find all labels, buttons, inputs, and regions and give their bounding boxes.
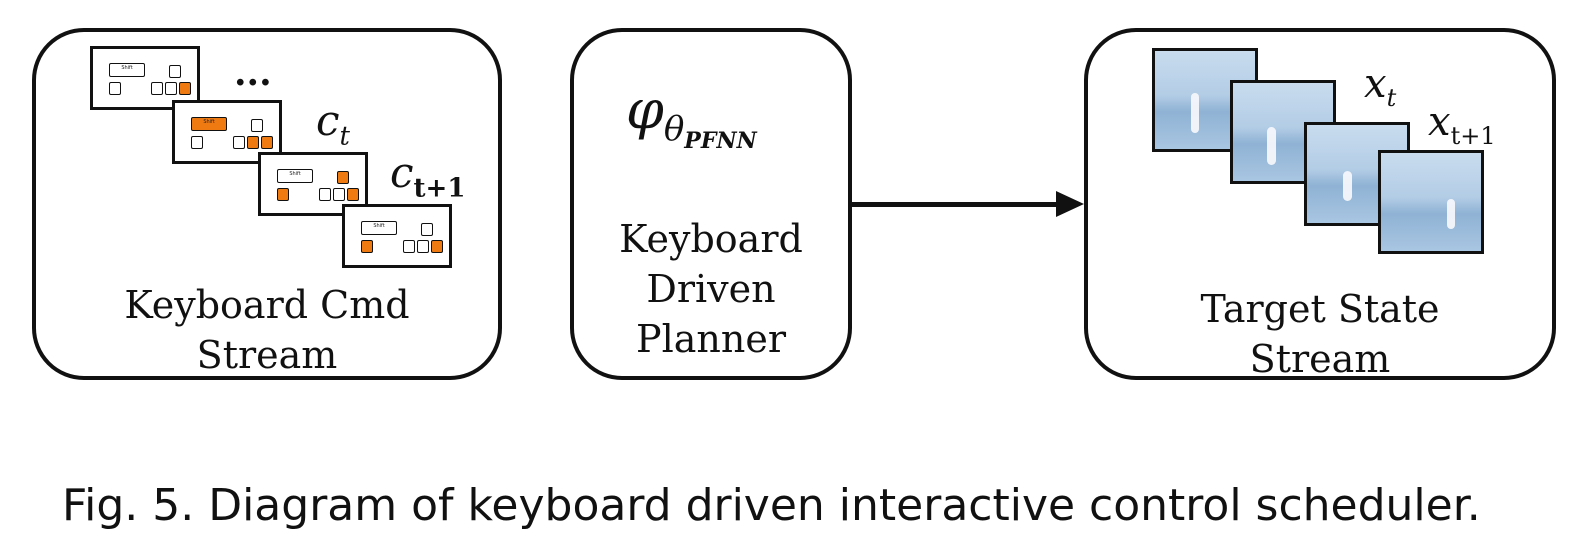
down-key — [165, 82, 177, 95]
keyboard-frame-1: Shift — [90, 46, 200, 110]
shift-key: Shift — [191, 117, 227, 131]
shift-key: Shift — [109, 63, 145, 77]
shift-key: Shift — [277, 169, 313, 183]
shift-key-label: Shift — [289, 171, 301, 177]
keyboard-frame-2: Shift — [172, 100, 282, 164]
planner-symbol: φθPFNN — [626, 80, 757, 171]
label-line: Target State — [1200, 287, 1440, 331]
label-line: Stream — [196, 333, 338, 377]
figure-caption: Fig. 5. Diagram of keyboard driven inter… — [62, 480, 1481, 531]
state-t1-base: x — [1428, 99, 1451, 145]
ellipsis: ... — [234, 52, 272, 94]
shift-key-label: Shift — [203, 119, 215, 125]
phi-symbol: φ — [626, 78, 664, 141]
keyboard-frame-3: Shift — [258, 152, 368, 216]
pfnn-subscript: PFNN — [684, 127, 757, 154]
character-figure — [1447, 199, 1455, 229]
state-t: xt — [1364, 62, 1396, 120]
shift-key: Shift — [361, 221, 397, 235]
ctrl-key — [277, 188, 289, 201]
up-key — [421, 223, 433, 236]
right-key — [347, 188, 359, 201]
down-key — [333, 188, 345, 201]
left-key — [233, 136, 245, 149]
keyboard-driven-planner-panel: φθPFNN Keyboard Driven Planner — [570, 28, 852, 380]
keyboard-driven-planner-label: Keyboard Driven Planner — [574, 214, 848, 364]
up-key — [169, 65, 181, 78]
keyboard-frame-4: Shift — [342, 204, 452, 268]
character-figure — [1343, 171, 1352, 201]
cmd-t: ct — [316, 98, 350, 159]
character-figure — [1191, 93, 1199, 133]
ctrl-key — [109, 82, 121, 95]
cmd-t-base: c — [316, 96, 340, 145]
cmd-t-sub: t — [339, 121, 350, 152]
down-key — [247, 136, 259, 149]
left-key — [319, 188, 331, 201]
state-frame-4 — [1378, 150, 1484, 254]
target-state-stream-label: Target State Stream — [1088, 284, 1552, 384]
down-key — [417, 240, 429, 253]
theta-symbol: θ — [663, 108, 685, 149]
right-key — [261, 136, 273, 149]
left-key — [151, 82, 163, 95]
right-key — [179, 82, 191, 95]
character-figure — [1267, 127, 1276, 165]
cmd-t1: ct+1 — [390, 150, 465, 211]
left-key — [403, 240, 415, 253]
shift-key-label: Shift — [373, 223, 385, 229]
ctrl-key — [191, 136, 203, 149]
shift-key-label: Shift — [121, 65, 133, 71]
flow-arrow-line — [852, 202, 1062, 207]
state-t1: xt+1 — [1428, 100, 1496, 158]
state-t-sub: t — [1386, 84, 1397, 112]
keyboard-cmd-stream-label: Keyboard Cmd Stream — [36, 280, 498, 380]
ctrl-key — [361, 240, 373, 253]
up-key — [251, 119, 263, 132]
label-line: Driven — [646, 267, 776, 311]
label-line: Keyboard Cmd — [124, 283, 410, 327]
state-t1-sub: t+1 — [1450, 122, 1496, 150]
state-t-base: x — [1364, 61, 1387, 107]
label-line: Stream — [1249, 337, 1391, 381]
label-line: Keyboard — [619, 217, 803, 261]
cmd-t1-sub: t+1 — [413, 173, 466, 204]
up-key — [337, 171, 349, 184]
flow-arrow-head — [1056, 191, 1084, 217]
right-key — [431, 240, 443, 253]
cmd-t1-base: c — [390, 148, 414, 197]
label-line: Planner — [636, 317, 786, 361]
